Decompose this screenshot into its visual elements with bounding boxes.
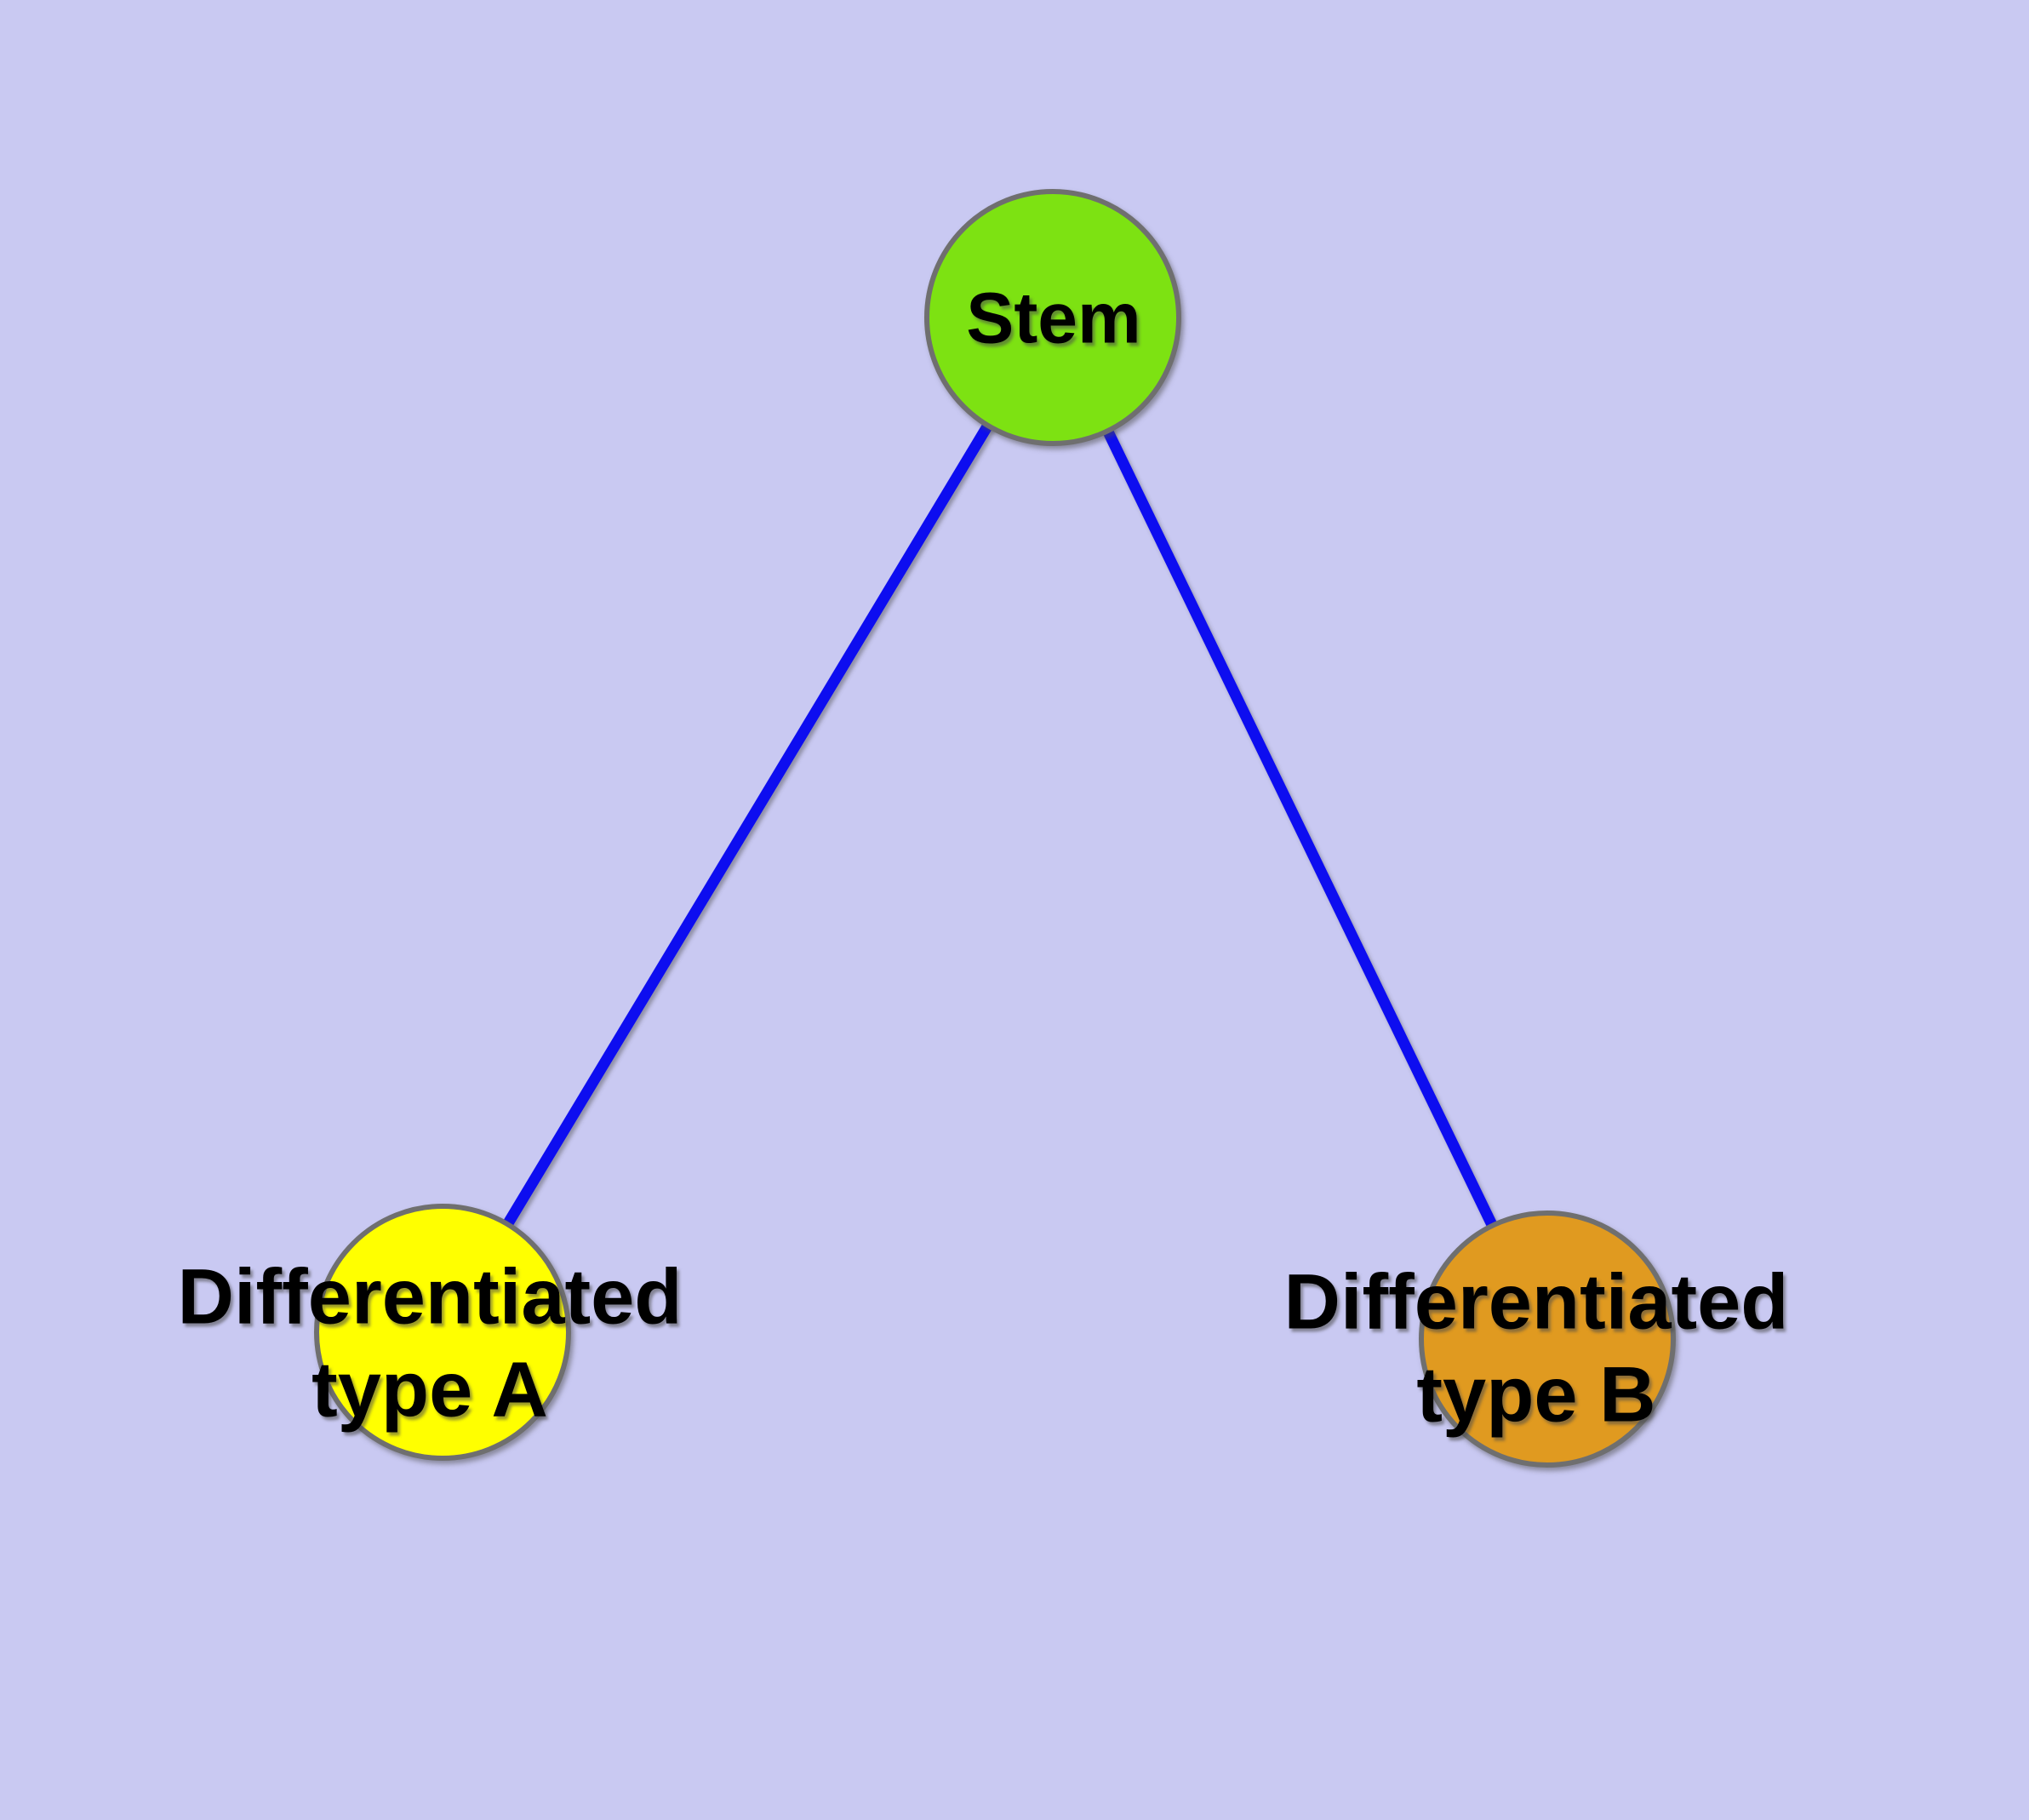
node-stem [924, 189, 1181, 446]
node-type-b-label: Differentiated type B [1284, 1256, 1789, 1440]
type-b-label-line-1: Differentiated [1283, 1258, 1789, 1346]
type-b-label-line-2: type B [1416, 1351, 1656, 1438]
node-differentiated-type-a [314, 1204, 571, 1461]
node-differentiated-type-b [1419, 1210, 1676, 1468]
type-a-label-line-1: Differentiated [177, 1253, 683, 1341]
edge-stem-to-type-b [1048, 315, 1552, 1342]
edge-stem-to-type-a [437, 314, 1058, 1336]
node-type-a-label: Differentiated type A [178, 1251, 683, 1435]
type-a-label-line-2: type A [311, 1346, 548, 1433]
node-stem-label: Stem [966, 278, 1141, 358]
